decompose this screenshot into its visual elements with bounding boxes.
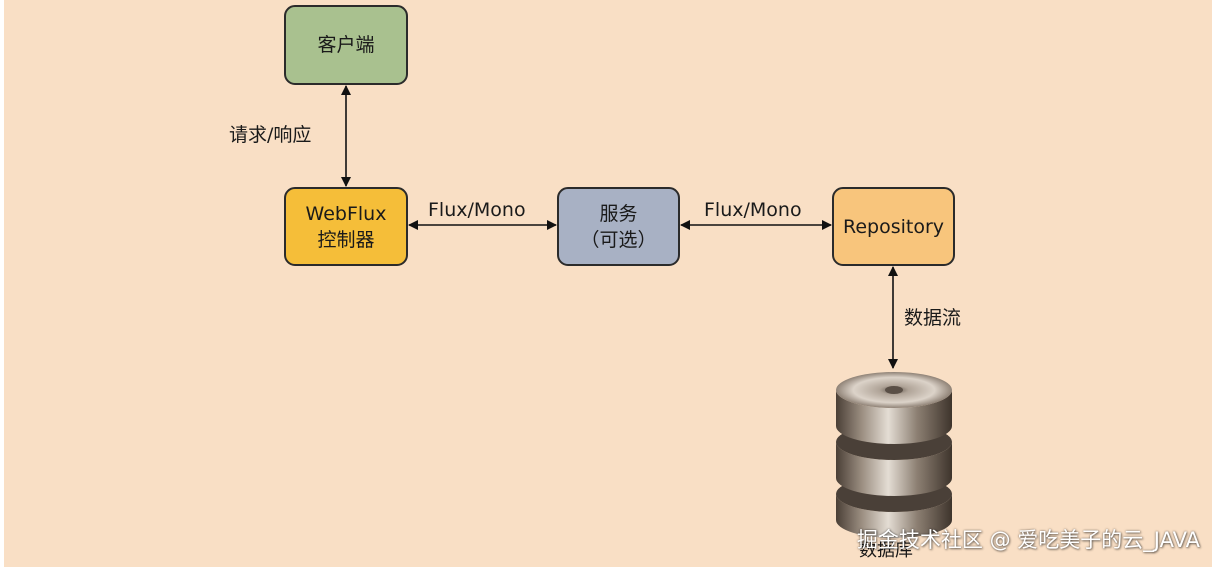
webflux-label-line2: 控制器: [317, 228, 375, 251]
repository-label: Repository: [842, 215, 945, 238]
flux-mono-label-right: Flux/Mono: [704, 199, 802, 221]
client-node: 客户端: [284, 5, 408, 85]
watermark-text: 掘金技术社区 @ 爱吃美子的云_JAVA: [856, 528, 1200, 552]
database-cylinder-icon: [836, 372, 952, 538]
service-label-line2: （可选）: [580, 228, 657, 251]
connector-layer: [341, 85, 898, 369]
service-label-line1: 服务: [599, 202, 638, 225]
webflux-label-line1: WebFlux: [305, 202, 387, 225]
data-stream-label: 数据流: [904, 307, 962, 329]
diagram-canvas: 客户端 WebFlux 控制器 服务 （可选） Repository 请求/响应…: [4, 0, 1212, 567]
client-label: 客户端: [317, 34, 375, 56]
database-label: 数据库: [859, 540, 913, 561]
webflux-controller-node: WebFlux 控制器: [284, 187, 408, 266]
repository-node: Repository: [832, 187, 955, 266]
flux-mono-label-left: Flux/Mono: [428, 199, 526, 221]
request-response-label: 请求/响应: [229, 124, 312, 146]
service-node: 服务 （可选）: [557, 187, 680, 266]
